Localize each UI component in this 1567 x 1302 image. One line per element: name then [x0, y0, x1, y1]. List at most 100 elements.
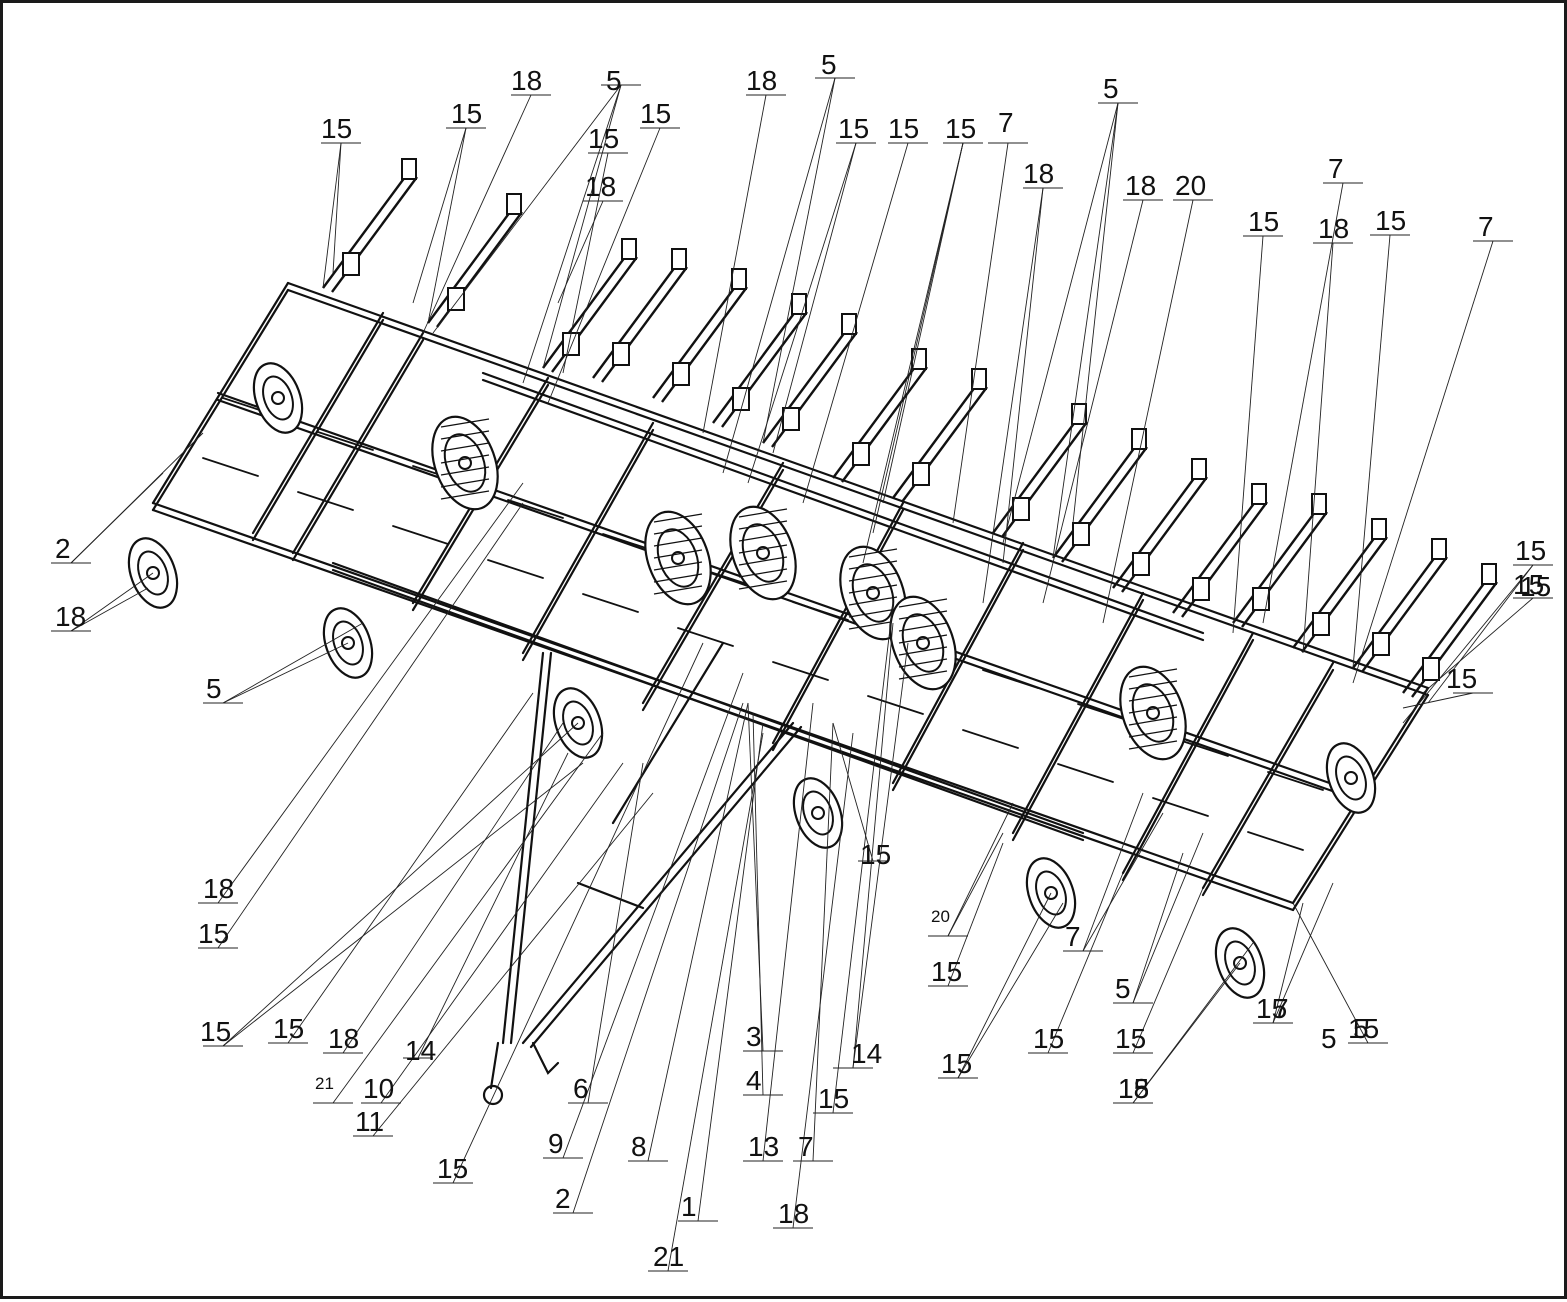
drawbar-beam [509, 651, 553, 1045]
tine-boom [1112, 472, 1199, 589]
leader-line [862, 142, 964, 564]
leader-line [522, 84, 622, 384]
tread-line [1128, 716, 1178, 726]
drawbar-beam [521, 721, 795, 1045]
callout-label: 15 [451, 98, 483, 129]
callout-label: 15 [1256, 993, 1288, 1024]
frame-rail [151, 288, 290, 512]
cross-member [792, 601, 849, 621]
frame-rail [1121, 638, 1255, 882]
tine-boom [652, 282, 739, 399]
leader-line [1072, 102, 1119, 524]
callout-label: 8 [631, 1131, 647, 1162]
callout-label: 15 [860, 839, 892, 870]
tine-cap [1251, 483, 1267, 505]
leader-line [412, 127, 467, 304]
tread-line [1128, 668, 1178, 678]
leader-line [882, 142, 964, 504]
tread-line [653, 537, 703, 547]
leader-line [762, 77, 836, 444]
leader-line [422, 94, 532, 334]
frame-rail [521, 428, 655, 662]
tread-line [898, 598, 948, 608]
cross-member [487, 559, 544, 579]
tine-cap [841, 313, 857, 335]
callout-label: 5 [1353, 1013, 1369, 1044]
leader-line [557, 200, 604, 304]
leader-line [697, 722, 764, 1222]
callout-label: 15 [1513, 569, 1545, 600]
frame-rail [1011, 598, 1145, 842]
frame-rail [641, 461, 785, 705]
leader-line [812, 722, 834, 1162]
callout-label: 18 [511, 65, 543, 96]
tine-cap [1311, 493, 1327, 515]
callout-label: 20 [1175, 170, 1207, 201]
tread-line [440, 490, 490, 500]
leader-line [222, 762, 584, 1047]
leader-line [1002, 102, 1119, 544]
leader-line [832, 722, 874, 862]
tine-cap [731, 268, 747, 290]
drawbar-brace [576, 881, 645, 910]
tread-line [898, 658, 948, 668]
frame-rail [1201, 668, 1335, 897]
callout-label: 5 [606, 65, 622, 96]
tine-boom [1402, 577, 1489, 694]
hitch-link [489, 1041, 500, 1090]
leader-line [947, 802, 1014, 937]
cross-member [1267, 771, 1324, 791]
leader-line [722, 77, 836, 474]
tread-line [898, 622, 948, 632]
spring-block [562, 332, 580, 356]
frame-bar [286, 288, 1430, 697]
leader-line [380, 762, 624, 1104]
tine-boom [1232, 507, 1319, 624]
tread-line [440, 466, 490, 476]
tread-line [1128, 740, 1178, 750]
tread-line [738, 544, 788, 554]
leader-line [1352, 240, 1494, 684]
tine-boom [427, 207, 514, 324]
callout-label: 7 [1273, 993, 1289, 1024]
gauge-wheel-hub [271, 391, 285, 405]
leader-line [547, 127, 661, 404]
drawbar-beam [529, 725, 803, 1049]
leader-line [332, 142, 342, 274]
tread-line [1128, 728, 1178, 738]
leader-line [1082, 792, 1144, 952]
frame-rail [521, 421, 655, 655]
leader-line [1352, 234, 1391, 669]
cross-member [317, 431, 374, 451]
frame-bar [331, 561, 1085, 835]
leader-line [957, 892, 1052, 1079]
jack-stand [531, 1041, 560, 1075]
callout-label: 10 [363, 1073, 395, 1104]
leader-line [1047, 872, 1124, 1054]
tine-boom [762, 327, 849, 444]
leader-line [217, 502, 524, 949]
spring-block [1192, 577, 1210, 601]
leader-line [872, 142, 964, 534]
leader-line [332, 732, 604, 1104]
tread-line [440, 418, 490, 428]
leader-line [432, 84, 622, 334]
frame-rail [771, 508, 905, 752]
leader-line [947, 842, 1004, 987]
tine-cap [506, 193, 522, 215]
leader-line [1232, 235, 1264, 634]
callout-label: 5 [821, 49, 837, 80]
leader-line [372, 792, 654, 1137]
drawbar-brace [611, 641, 725, 825]
tread-line [848, 572, 898, 582]
spring-block [1422, 657, 1440, 681]
leader-line [1272, 882, 1334, 1024]
callout-label: 14 [405, 1035, 437, 1066]
tine-boom [992, 417, 1079, 534]
leader-line [70, 432, 204, 564]
leader-line [542, 84, 622, 369]
callout-label: 15 [1446, 663, 1478, 694]
tread-line [848, 596, 898, 606]
callout-label: 18 [328, 1023, 360, 1054]
